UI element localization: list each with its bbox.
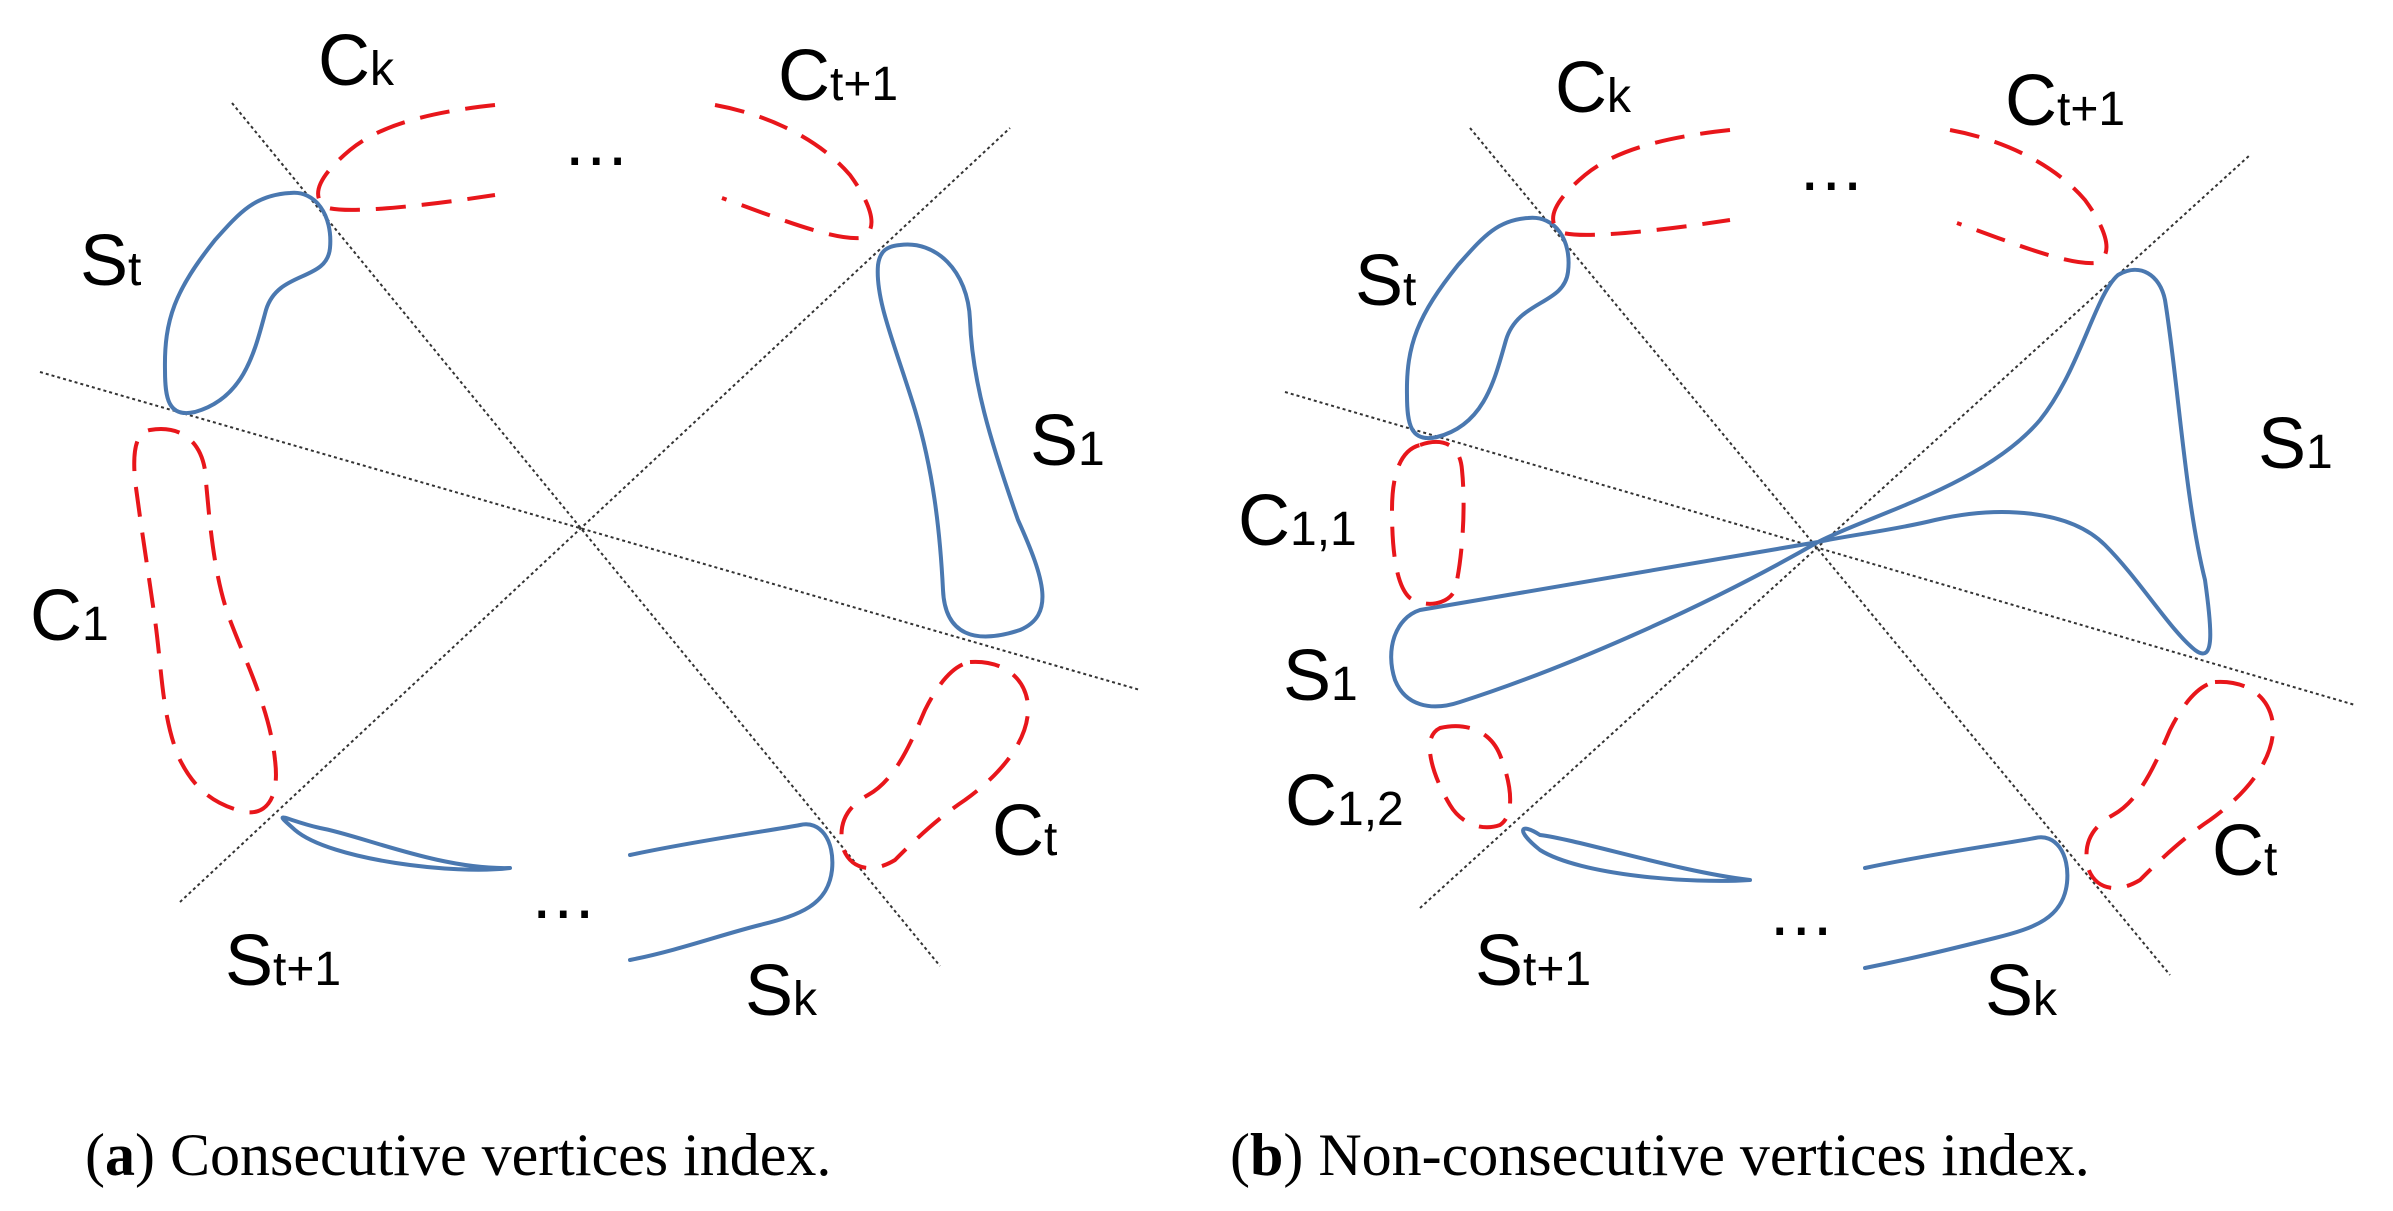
panel-b-set-s-t	[1404, 215, 1571, 441]
panel-a-labels: Ck Ct+1 ... St S1 C1 Ct ... St+1 Sk	[30, 21, 1105, 1031]
panel-a-label-c-1: C1	[30, 576, 109, 656]
panel-b-label-s-t1: St+1	[1475, 921, 1591, 1001]
panel-a-dots-top: ...	[565, 102, 629, 180]
panel-a-label-s-k: Sk	[745, 951, 818, 1031]
caption-b: (b) Non-consecutive vertices index.	[1230, 1122, 2090, 1188]
panel-b-line-1	[1469, 127, 2171, 976]
panel-b-comp-c-k	[1551, 128, 1731, 237]
panel-b-label-c-k: Ck	[1555, 48, 1632, 128]
panel-a-comp-c-k	[316, 103, 496, 212]
panel-b-label-s-1: S1	[2258, 404, 2333, 484]
panel-b-set-s-k	[1863, 835, 2070, 970]
panel-a-set-s-1	[875, 242, 1045, 639]
panel-b-set-s-1	[1389, 268, 2213, 709]
panel-b-dots-top: ...	[1800, 127, 1864, 205]
panel-a-label-c-t1: Ct+1	[778, 36, 898, 116]
panel-a-label-s-t: St	[80, 221, 141, 301]
panel-b-label-s-1-left: S1	[1283, 636, 1358, 716]
panel-b-dots-bottom: ...	[1770, 872, 1834, 950]
caption-a: (a) Consecutive vertices index.	[85, 1122, 831, 1188]
panel-b-set-s-t1	[1521, 826, 1752, 883]
panel-a-set-s-t	[162, 190, 333, 416]
panel-a-set-s-t1	[280, 815, 512, 872]
panel-b-label-c-t: Ct	[2212, 811, 2277, 891]
panel-a-comp-c-1	[132, 427, 278, 815]
panel-a-label-s-1: S1	[1030, 401, 1105, 481]
panel-a	[39, 102, 1141, 967]
panel-b-label-s-k: Sk	[1985, 951, 2058, 1031]
panel-b-label-c-12: C1,2	[1285, 761, 1404, 841]
panel-a-line-1	[231, 102, 941, 967]
panel-b-comp-c-t1	[1949, 128, 2109, 266]
panel-b-line-2	[1284, 391, 2356, 706]
panel-b	[1284, 127, 2356, 976]
panel-b-line-3	[1419, 154, 2251, 909]
panel-a-set-s-k	[628, 822, 835, 962]
panel-b-comp-c-12	[1427, 724, 1513, 830]
panel-a-dots-bottom: ...	[532, 855, 596, 933]
panel-b-comp-c-11	[1389, 440, 1466, 606]
panel-a-label-s-t1: St+1	[225, 921, 341, 1001]
panel-a-label-c-t: Ct	[992, 791, 1057, 871]
panel-b-label-c-t1: Ct+1	[2005, 61, 2125, 141]
panel-a-label-c-k: Ck	[318, 21, 395, 101]
panel-b-labels: Ck Ct+1 ... St S1 C1,1 S1 C1,2 Ct ... St…	[1238, 48, 2333, 1031]
panel-a-line-3	[179, 127, 1011, 903]
panel-b-label-c-11: C1,1	[1238, 481, 1357, 561]
panel-a-line-2	[39, 371, 1141, 691]
panel-b-label-s-t: St	[1355, 241, 1416, 321]
panel-a-comp-c-t1	[714, 103, 874, 241]
